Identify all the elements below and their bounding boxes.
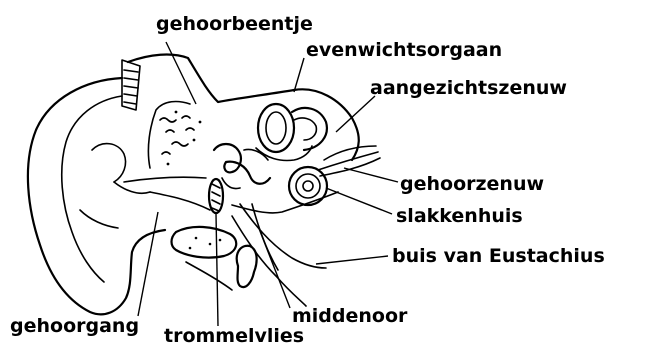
leader-lines <box>138 42 398 326</box>
semicircular-canal-2 <box>292 108 327 150</box>
eardrum-hatch <box>212 184 220 211</box>
eustachian-tube-lower <box>232 216 306 306</box>
label-middle-ear: middenoor <box>292 305 408 327</box>
bone-texture <box>160 111 201 166</box>
label-vestibular-organ: evenwichtsorgaan <box>306 39 502 61</box>
bone-lower-edge <box>232 192 338 213</box>
antihelix <box>80 210 118 228</box>
scalp-hatching <box>122 60 140 110</box>
label-facial-nerve: aangezichtszenuw <box>370 77 567 99</box>
eustachian-tube-upper <box>240 204 326 268</box>
semicircular-canal-1-inner <box>266 112 286 144</box>
cochlea-spiral <box>289 167 327 205</box>
temporal-bone-lower <box>148 102 190 168</box>
vestibule <box>256 146 312 161</box>
label-cochlea: slakkenhuis <box>396 205 523 227</box>
auricle-inner-fold <box>62 96 122 282</box>
concha-curve <box>92 144 126 182</box>
ear-canal-upper <box>124 177 206 182</box>
semicircular-canal-2-inner <box>294 118 316 140</box>
neck-line <box>186 262 232 290</box>
label-ear-canal: gehoorgang <box>10 315 139 337</box>
styloid-process <box>237 246 257 287</box>
label-auditory-nerve: gehoorzenuw <box>400 173 544 195</box>
jaw-bone <box>172 227 237 258</box>
label-ossicle: gehoorbeentje <box>156 13 313 35</box>
nerve-bundle-1 <box>318 152 378 170</box>
nerve-bundle-3 <box>324 146 376 160</box>
label-eardrum: trommelvlies <box>164 325 304 347</box>
skull-outline <box>128 55 359 160</box>
eardrum-shape <box>209 179 223 213</box>
ear-canal-lower <box>150 192 210 210</box>
tragus <box>114 182 150 193</box>
label-eustachian-tube: buis van Eustachius <box>392 245 605 267</box>
